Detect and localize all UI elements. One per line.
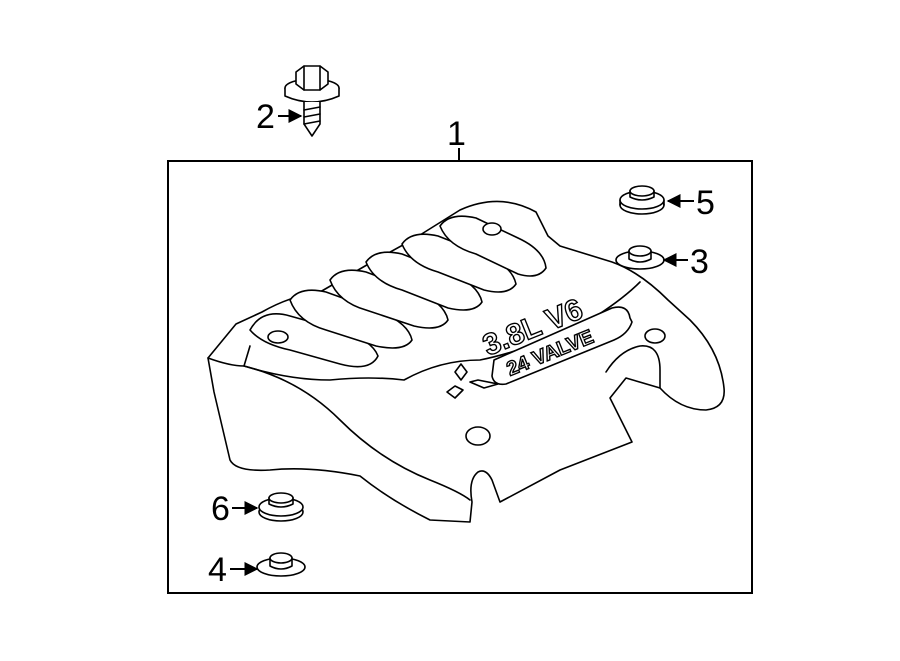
callout-6[interactable]: 6: [211, 490, 230, 528]
bolt-part[interactable]: [284, 65, 340, 137]
callout-5[interactable]: 5: [696, 184, 715, 222]
callout-1[interactable]: 1: [447, 115, 466, 153]
callout-4[interactable]: 4: [208, 551, 227, 589]
grommet-part-6[interactable]: [258, 492, 304, 522]
engine-cover-part[interactable]: 3.8L V6 24 VALVE: [207, 200, 725, 523]
callout-3[interactable]: 3: [690, 243, 709, 281]
callout-2[interactable]: 2: [256, 98, 275, 136]
grommet-part-3[interactable]: [615, 245, 665, 270]
grommet-part-4[interactable]: [256, 552, 306, 577]
grommet-part-5[interactable]: [619, 185, 665, 215]
